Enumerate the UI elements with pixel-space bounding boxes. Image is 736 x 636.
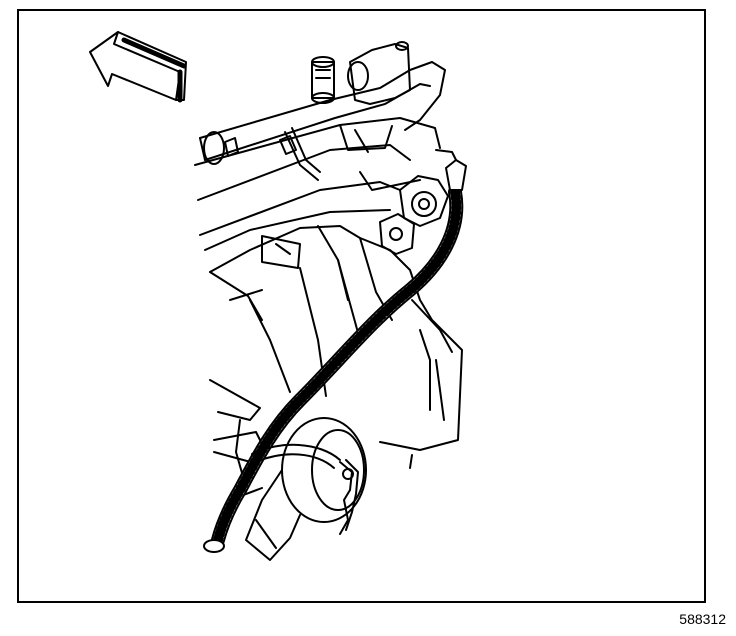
figure-number: 588312	[679, 611, 726, 627]
corrugated-hose	[203, 159, 467, 553]
direction-arrow-icon	[89, 31, 187, 103]
pipe-fitting	[347, 41, 411, 105]
housing-body	[194, 117, 441, 251]
figure-frame	[17, 9, 706, 603]
motor-housing	[245, 417, 367, 561]
pipe-valve	[311, 56, 335, 104]
fan-shroud	[209, 225, 463, 469]
upper-pipe-assembly	[199, 41, 446, 181]
